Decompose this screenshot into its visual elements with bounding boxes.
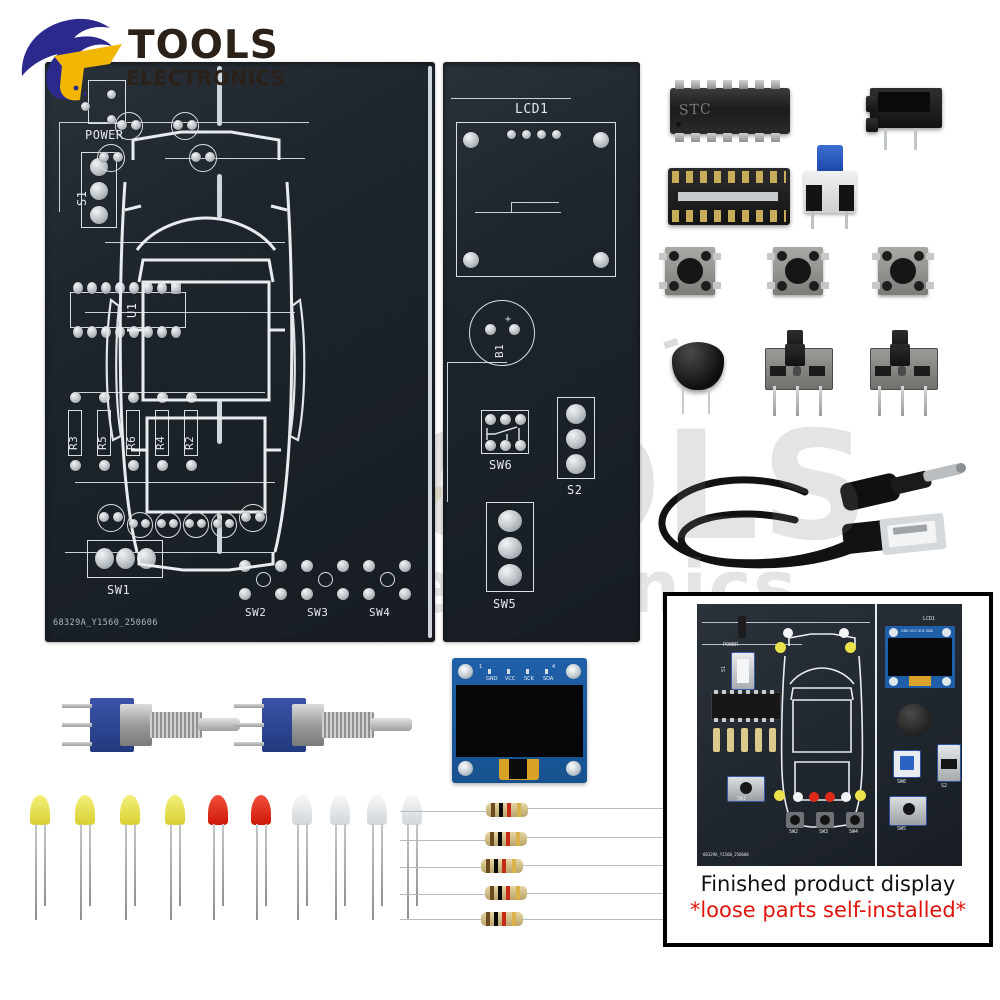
sw5-label: SW5 xyxy=(493,597,517,611)
inset-power-label: POWER xyxy=(723,642,739,648)
toggle-switch-2 xyxy=(232,690,412,770)
slide-switch-2 xyxy=(870,330,938,418)
inset-sw5-toggle xyxy=(889,796,927,826)
inset-sw2-label: SW2 xyxy=(789,829,799,835)
sw6-label: SW6 xyxy=(489,458,513,472)
oled-pin-index-left: 1 xyxy=(479,664,483,670)
sw2-label: SW2 xyxy=(245,606,267,619)
inset-dc-jack xyxy=(738,616,746,638)
tact-button-1 xyxy=(659,247,721,295)
usb-to-dc-power-cable xyxy=(658,463,966,569)
inset-sw4-button xyxy=(846,812,864,828)
finished-product-inset: POWER S1 SW1 68329A_Y1560_250606 xyxy=(663,592,993,947)
pcb-bare-board: POWER S1 U1 R3 xyxy=(45,62,640,642)
slide-switch-1 xyxy=(765,330,833,418)
pcb-right-panel: LCD1 + B1 SW6 S2 xyxy=(443,62,640,642)
oled-pin-label-gnd: GND xyxy=(486,676,498,682)
lcd1-footprint xyxy=(456,122,616,277)
inset-sw5-label: SW5 xyxy=(897,826,907,832)
usb-plug-connector xyxy=(842,513,947,555)
car-silhouette-graphic xyxy=(105,130,306,572)
inset-s1-label: S1 xyxy=(721,665,728,673)
oled-display-module: 1 4 GND VCC SCK SDA xyxy=(452,658,587,783)
inset-led-red-1 xyxy=(809,792,819,802)
resistor-label-r3: R3 xyxy=(67,435,80,450)
buzzer-component xyxy=(663,338,728,416)
inset-car-graphic xyxy=(780,633,864,828)
inset-caption-primary: Finished product display xyxy=(700,872,956,896)
inset-sw1-toggle xyxy=(727,776,765,802)
sw1-label: SW1 xyxy=(107,583,131,597)
b1-label: B1 xyxy=(493,343,506,358)
inset-sw6-label: SW6 xyxy=(897,779,907,785)
inset-assembled-board: POWER S1 SW1 68329A_Y1560_250606 xyxy=(697,604,962,866)
tact-button-2 xyxy=(767,247,829,295)
inset-oled-pin-labels: GND VCC SCK SDA xyxy=(901,629,933,633)
inset-led-headlight-right xyxy=(839,628,849,638)
lcd1-label: LCD1 xyxy=(515,102,549,117)
board-code-marking: 68329A_Y1560_250606 xyxy=(53,618,158,628)
u1-ic-footprint xyxy=(70,292,186,328)
inset-led-white-rear-2 xyxy=(841,792,851,802)
inset-led-yellow-front-left xyxy=(775,642,786,653)
dip-ic-socket xyxy=(668,168,790,225)
sw4-label: SW4 xyxy=(369,606,391,619)
dc-plug-connector xyxy=(840,463,966,511)
power-label: POWER xyxy=(85,128,124,142)
s2-footprint xyxy=(557,397,595,479)
sw5-footprint xyxy=(486,502,534,592)
inset-sw6-switch xyxy=(893,750,921,778)
ic-pin1-dot xyxy=(676,122,681,127)
inset-s1-toggle xyxy=(731,652,755,690)
inset-sw3-button xyxy=(816,812,834,828)
inset-oled-module: GND VCC SCK SDA xyxy=(885,626,955,688)
oled-pin-label-vcc: VCC xyxy=(505,676,516,682)
inset-sw2-button xyxy=(786,812,804,828)
inset-board-code: 68329A_Y1560_250606 xyxy=(703,852,749,857)
tools-swoosh-icon xyxy=(21,18,122,101)
led-group xyxy=(30,795,422,925)
switch-blue-cap xyxy=(817,145,843,173)
inset-sw4-label: SW4 xyxy=(849,829,859,835)
inset-led-yellow-front-right xyxy=(845,642,856,653)
ic-marking-text: STC xyxy=(678,101,712,119)
oled-pin-label-sda: SDA xyxy=(543,676,554,682)
inset-led-white-rear-1 xyxy=(793,792,803,802)
brand-logo: TOOLS ELECTRONICS xyxy=(8,8,308,108)
stc-microcontroller-ic: STC xyxy=(670,80,790,142)
inset-caption-secondary: *loose parts self-installed* xyxy=(689,898,967,922)
inset-sw1-label: SW1 xyxy=(737,796,747,802)
power-jack-footprint xyxy=(88,80,126,124)
inset-sw3-label: SW3 xyxy=(819,829,829,835)
toggle-switch-1 xyxy=(60,690,240,770)
inset-buzzer xyxy=(897,704,931,736)
inset-s2-switch xyxy=(937,744,961,782)
dc-barrel-jack xyxy=(866,88,942,150)
inset-led-headlight-left xyxy=(783,628,793,638)
inset-lcd1-label: LCD1 xyxy=(923,616,936,622)
sw1-footprint xyxy=(87,540,163,578)
resistor-group xyxy=(400,795,670,926)
sw3-label: SW3 xyxy=(307,606,329,619)
brand-name-bottom: ELECTRONICS xyxy=(126,66,286,90)
inset-led-red-2 xyxy=(825,792,835,802)
oled-pin-index-right: 4 xyxy=(552,664,556,670)
b1-buzzer-footprint xyxy=(469,300,535,366)
s1-label: S1 xyxy=(75,190,89,206)
sw6-schematic-icon xyxy=(486,426,520,440)
oled-screen-area xyxy=(456,685,583,757)
inset-led-yellow-rear-right xyxy=(855,790,866,801)
inset-s2-label: S2 xyxy=(941,783,948,789)
pcb-left-panel: POWER S1 U1 R3 xyxy=(45,62,435,642)
self-lock-push-switch xyxy=(803,145,859,229)
sw6-footprint xyxy=(481,410,529,454)
inset-led-yellow-rear-left xyxy=(774,790,785,801)
oled-pin-label-sck: SCK xyxy=(524,676,534,682)
brand-name-top: TOOLS xyxy=(128,23,279,68)
s2-label: S2 xyxy=(567,483,583,497)
inset-ic xyxy=(711,690,781,722)
tact-button-3 xyxy=(872,247,934,295)
